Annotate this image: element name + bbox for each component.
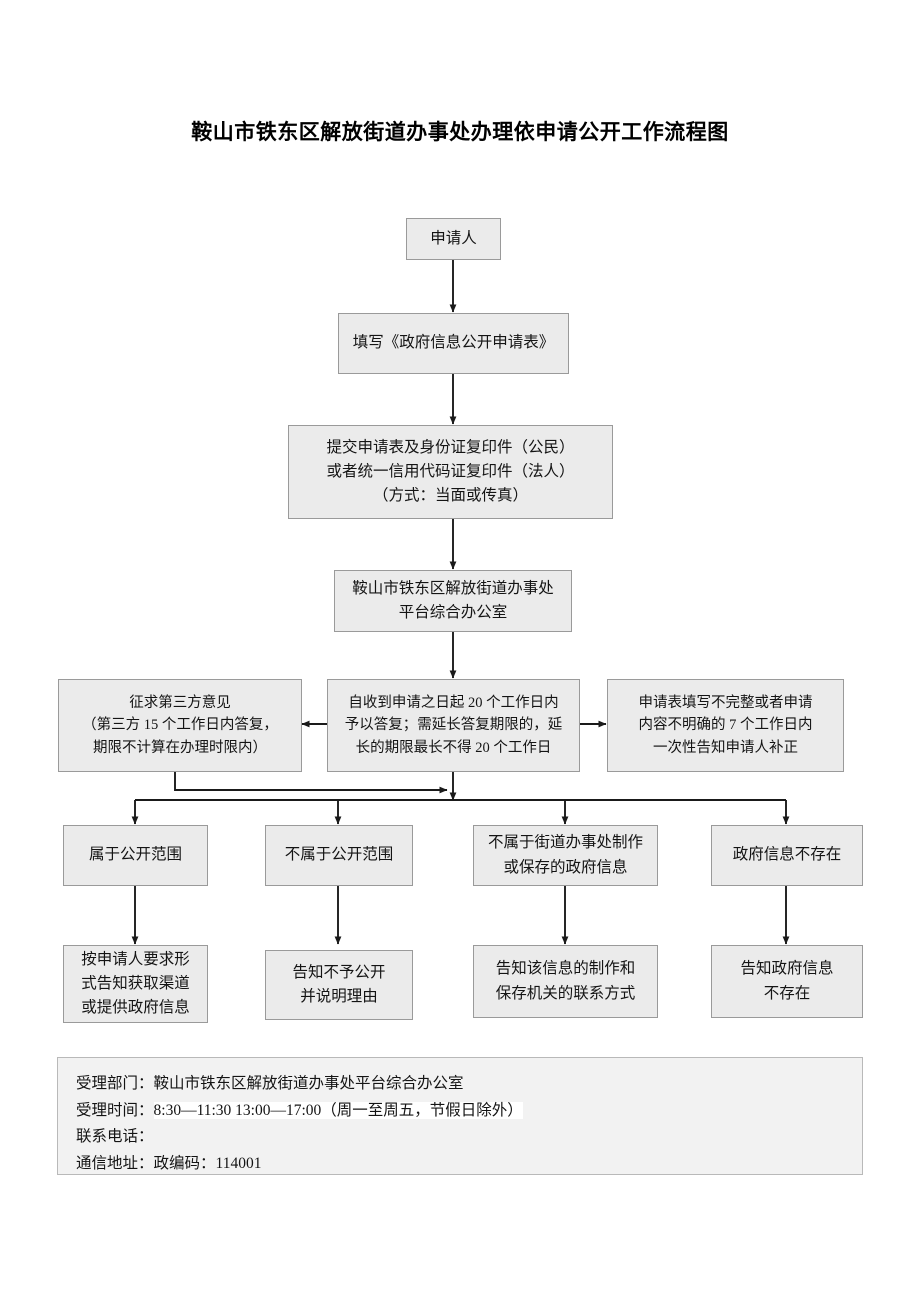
node-info-not-exist[interactable]: 政府信息不存在	[711, 825, 863, 886]
node-fill-form[interactable]: 填写《政府信息公开申请表》	[338, 313, 569, 374]
node-label: 不属于公开范围	[284, 846, 394, 864]
info-line-address: 通信地址：政编码：114001	[76, 1151, 844, 1178]
node-office[interactable]: 鞍山市铁东区解放街道办事处 平台综合办公室	[334, 570, 572, 632]
node-label: 按申请人要求形 式告知获取渠道 或提供政府信息	[81, 950, 190, 1017]
info-label: 受理时间：	[76, 1101, 154, 1119]
info-value: 8:30—11:30 13:00—17:00（周一至周五，节假日除外）	[153, 1101, 523, 1119]
info-line-phone: 联系电话：	[76, 1124, 844, 1151]
info-label: 联系电话：	[76, 1128, 154, 1146]
node-provide-info[interactable]: 按申请人要求形 式告知获取渠道 或提供政府信息	[63, 945, 208, 1023]
reception-info-panel: 受理部门：鞍山市铁东区解放街道办事处平台综合办公室 受理时间：8:30—11:3…	[57, 1057, 863, 1175]
node-not-produced-or-kept[interactable]: 不属于街道办事处制作 或保存的政府信息	[473, 825, 658, 886]
node-applicant[interactable]: 申请人	[406, 218, 501, 260]
node-label: 自收到申请之日起 20 个工作日内 予以答复；需延长答复期限的，延 长的期限最长…	[344, 694, 563, 756]
node-label: 告知不予公开 并说明理由	[292, 963, 386, 1005]
node-label: 提交申请表及身份证复印件（公民） 或者统一信用代码证复印件（法人） （方式：当面…	[326, 438, 575, 504]
info-value: 鞍山市铁东区解放街道办事处平台综合办公室	[153, 1075, 464, 1092]
node-label: 告知该信息的制作和 保存机关的联系方式	[495, 960, 636, 1002]
node-within-scope[interactable]: 属于公开范围	[63, 825, 208, 886]
node-label: 政府信息不存在	[732, 846, 842, 864]
node-refuse-notice[interactable]: 告知不予公开 并说明理由	[265, 950, 413, 1020]
info-label: 通信地址：	[76, 1154, 154, 1172]
node-label: 不属于街道办事处制作 或保存的政府信息	[487, 834, 643, 876]
info-line-hours: 受理时间：8:30—11:30 13:00—17:00（周一至周五，节假日除外）	[76, 1098, 844, 1125]
node-label: 鞍山市铁东区解放街道办事处 平台综合办公室	[352, 579, 554, 621]
node-label: 申请表填写不完整或者申请 内容不明确的 7 个工作日内 一次性告知申请人补正	[638, 694, 813, 756]
node-reply-deadline[interactable]: 自收到申请之日起 20 个工作日内 予以答复；需延长答复期限的，延 长的期限最长…	[327, 679, 580, 772]
node-label: 申请人	[430, 229, 477, 247]
node-third-party-opinion[interactable]: 征求第三方意见 （第三方 15 个工作日内答复， 期限不计算在办理时限内）	[58, 679, 302, 772]
page-title: 鞍山市铁东区解放街道办事处办理依申请公开工作流程图	[191, 120, 729, 144]
node-label: 属于公开范围	[88, 846, 182, 864]
node-outside-scope[interactable]: 不属于公开范围	[265, 825, 413, 886]
node-tell-not-exist[interactable]: 告知政府信息 不存在	[711, 945, 863, 1018]
node-tell-contact[interactable]: 告知该信息的制作和 保存机关的联系方式	[473, 945, 658, 1018]
node-submit-materials[interactable]: 提交申请表及身份证复印件（公民） 或者统一信用代码证复印件（法人） （方式：当面…	[288, 425, 613, 519]
node-label: 征求第三方意见 （第三方 15 个工作日内答复， 期限不计算在办理时限内）	[82, 694, 278, 756]
info-line-department: 受理部门：鞍山市铁东区解放街道办事处平台综合办公室	[76, 1071, 844, 1098]
info-label: 受理部门：	[76, 1075, 154, 1092]
node-incomplete-form[interactable]: 申请表填写不完整或者申请 内容不明确的 7 个工作日内 一次性告知申请人补正	[607, 679, 844, 772]
node-label: 填写《政府信息公开申请表》	[352, 334, 555, 352]
info-value: 政编码：114001	[153, 1154, 262, 1172]
node-label: 告知政府信息 不存在	[740, 960, 834, 1002]
